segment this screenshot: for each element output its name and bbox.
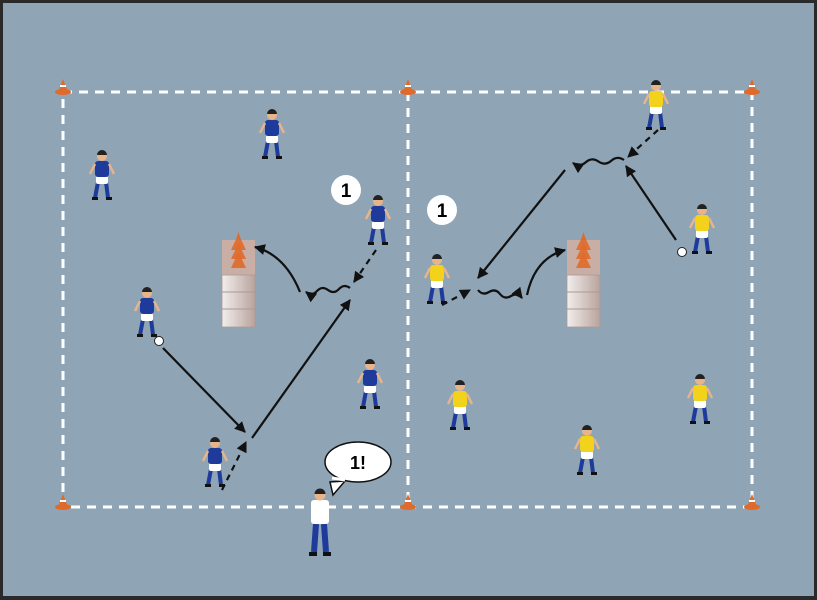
cone-icon — [744, 494, 760, 510]
player-yellow — [642, 80, 670, 130]
player-blue — [133, 287, 161, 337]
player-yellow — [573, 425, 601, 475]
group-label-right: 1 — [427, 195, 457, 225]
player-blue — [356, 359, 384, 409]
dribble-arrow — [477, 286, 523, 299]
player-blue — [258, 109, 286, 159]
player-yellow — [423, 254, 451, 304]
dribble-arrow — [572, 156, 625, 174]
run-arrow — [627, 129, 659, 158]
pass-arrow — [162, 347, 246, 433]
movement-arrows — [162, 129, 677, 491]
coach-speech-text: 1! — [350, 453, 366, 473]
pass-arrow — [625, 165, 677, 241]
player-yellow — [446, 380, 474, 430]
shot-arrow — [525, 247, 567, 296]
coach-icon — [309, 488, 331, 556]
group-number: 1 — [437, 201, 448, 222]
cone-icon — [744, 79, 760, 95]
run-arrow — [221, 441, 247, 491]
shot-arrow — [253, 244, 302, 293]
group-number: 1 — [341, 181, 352, 202]
pass-arrow — [251, 299, 351, 439]
cone-icon — [400, 494, 416, 510]
ball-icon — [677, 247, 687, 257]
player-blue — [364, 195, 392, 245]
group-label-left: 1 — [331, 175, 361, 205]
player-yellow — [686, 374, 714, 424]
ball-icon — [154, 336, 164, 346]
dribble-arrow — [305, 284, 351, 303]
cone-icon — [55, 79, 71, 95]
cone-icon — [55, 494, 71, 510]
cone-icon — [400, 79, 416, 95]
player-blue — [201, 437, 229, 487]
goal-stack-icon — [221, 232, 256, 328]
speech-bubble-icon: 1! — [324, 441, 392, 497]
player-blue — [88, 150, 116, 200]
goal-stack-icon — [566, 232, 601, 328]
player-yellow — [688, 204, 716, 254]
pass-arrow — [477, 169, 566, 279]
